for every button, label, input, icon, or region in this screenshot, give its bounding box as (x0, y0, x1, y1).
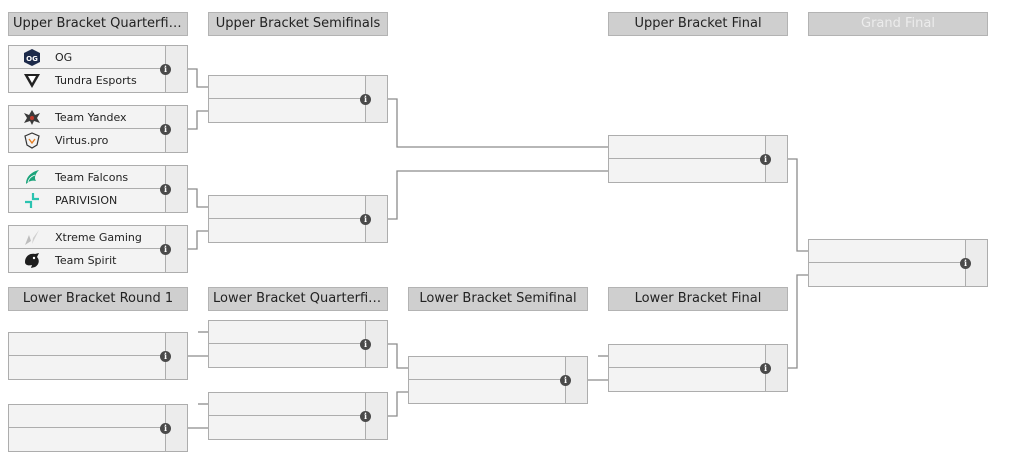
header-grand-final: Grand Final (808, 12, 988, 36)
match-lbr1-2[interactable]: i (8, 404, 188, 452)
team-name: Tundra Esports (55, 74, 137, 87)
match-info-column: i (160, 333, 187, 379)
team-slot-team-yandex[interactable]: Team Yandex (9, 106, 165, 129)
info-icon[interactable]: i (160, 184, 171, 195)
match-info-column: i (160, 405, 187, 451)
team-slot-empty[interactable] (609, 368, 765, 391)
team-slot-empty[interactable] (209, 196, 365, 219)
match-info-column: i (160, 106, 187, 152)
team-name: PARIVISION (55, 194, 118, 207)
falcons-logo-icon (26, 170, 39, 184)
team-slot-empty[interactable] (609, 345, 765, 368)
team-slot-tundra-esports[interactable]: Tundra Esports (9, 69, 165, 92)
match-lbqf-2[interactable]: i (208, 392, 388, 440)
team-slot-empty[interactable] (209, 76, 365, 99)
team-slot-empty[interactable] (209, 321, 365, 344)
team-slot-team-falcons[interactable]: Team Falcons (9, 166, 165, 189)
match-grand-final[interactable]: i (808, 239, 988, 287)
team-slot-empty[interactable] (9, 356, 165, 379)
team-slot-empty[interactable] (209, 393, 365, 416)
team-slot-empty[interactable] (209, 344, 365, 367)
team-name: Team Spirit (55, 254, 117, 267)
team-slot-empty[interactable] (609, 136, 765, 159)
match-info-column: i (360, 393, 387, 439)
yandex-logo-icon (24, 110, 40, 125)
match-lbr1-1[interactable]: i (8, 332, 188, 380)
info-icon[interactable]: i (360, 94, 371, 105)
parivision-logo-icon (25, 193, 39, 208)
match-lbsf[interactable]: i (408, 356, 588, 404)
team-slot-parivision[interactable]: PARIVISION (9, 189, 165, 212)
info-icon[interactable]: i (360, 411, 371, 422)
team-slot-empty[interactable] (9, 428, 165, 451)
info-icon[interactable]: i (160, 124, 171, 135)
match-info-column: i (160, 226, 187, 272)
team-slot-empty[interactable] (809, 263, 965, 286)
svg-text:OG: OG (26, 55, 38, 63)
header-lower-bracket-final: Lower Bracket Final (608, 287, 788, 311)
match-ubf[interactable]: i (608, 135, 788, 183)
info-icon[interactable]: i (360, 214, 371, 225)
match-ubqf-2[interactable]: Team Yandex Virtus.pro i (8, 105, 188, 153)
team-name: Team Yandex (55, 111, 127, 124)
header-upper-bracket-semifinals: Upper Bracket Semifinals (208, 12, 388, 36)
info-icon[interactable]: i (360, 339, 371, 350)
header-upper-bracket-final: Upper Bracket Final (608, 12, 788, 36)
spirit-logo-icon (25, 253, 39, 268)
match-lbqf-1[interactable]: i (208, 320, 388, 368)
header-lower-bracket-round-1: Lower Bracket Round 1 (8, 287, 188, 311)
match-info-column: i (360, 196, 387, 242)
team-slot-empty[interactable] (209, 416, 365, 439)
team-slot-empty[interactable] (609, 159, 765, 182)
team-name: OG (55, 51, 73, 64)
match-ubsf-1[interactable]: i (208, 75, 388, 123)
match-ubsf-2[interactable]: i (208, 195, 388, 243)
match-info-column: i (960, 240, 987, 286)
team-name: Xtreme Gaming (55, 231, 142, 244)
team-slot-empty[interactable] (409, 357, 565, 380)
match-ubqf-1[interactable]: OG OG Tundra Esports i (8, 45, 188, 93)
match-info-column: i (160, 166, 187, 212)
team-slot-empty[interactable] (209, 219, 365, 242)
match-ubqf-3[interactable]: Team Falcons PARIVISION i (8, 165, 188, 213)
team-slot-xtreme-gaming[interactable]: Xtreme Gaming (9, 226, 165, 249)
team-slot-empty[interactable] (809, 240, 965, 263)
team-slot-empty[interactable] (9, 333, 165, 356)
match-ubqf-4[interactable]: Xtreme Gaming Team Spirit i (8, 225, 188, 273)
info-icon[interactable]: i (760, 154, 771, 165)
header-lower-bracket-semifinal: Lower Bracket Semifinal (408, 287, 588, 311)
team-name: Virtus.pro (55, 134, 109, 147)
info-icon[interactable]: i (560, 375, 571, 386)
team-name: Team Falcons (55, 171, 129, 184)
og-logo-icon: OG (24, 49, 40, 66)
team-slot-team-spirit[interactable]: Team Spirit (9, 249, 165, 272)
team-slot-empty[interactable] (9, 405, 165, 428)
match-info-column: i (360, 321, 387, 367)
match-info-column: i (760, 345, 787, 391)
match-info-column: i (160, 46, 187, 92)
match-info-column: i (360, 76, 387, 122)
info-icon[interactable]: i (160, 244, 171, 255)
match-info-column: i (560, 357, 587, 403)
info-icon[interactable]: i (960, 258, 971, 269)
header-lower-bracket-quarterfinals: Lower Bracket Quarterfinals (208, 287, 388, 311)
header-upper-bracket-quarterfinals: Upper Bracket Quarterfinals (8, 12, 188, 36)
info-icon[interactable]: i (160, 64, 171, 75)
team-slot-empty[interactable] (209, 99, 365, 122)
match-lbf[interactable]: i (608, 344, 788, 392)
info-icon[interactable]: i (760, 363, 771, 374)
virtuspro-logo-icon (24, 132, 40, 149)
team-slot-og[interactable]: OG OG (9, 46, 165, 69)
team-slot-virtus-pro[interactable]: Virtus.pro (9, 129, 165, 152)
tundra-logo-icon (24, 74, 40, 88)
info-icon[interactable]: i (160, 351, 171, 362)
team-slot-empty[interactable] (409, 380, 565, 403)
match-info-column: i (760, 136, 787, 182)
xtreme-logo-icon (25, 230, 39, 245)
info-icon[interactable]: i (160, 423, 171, 434)
